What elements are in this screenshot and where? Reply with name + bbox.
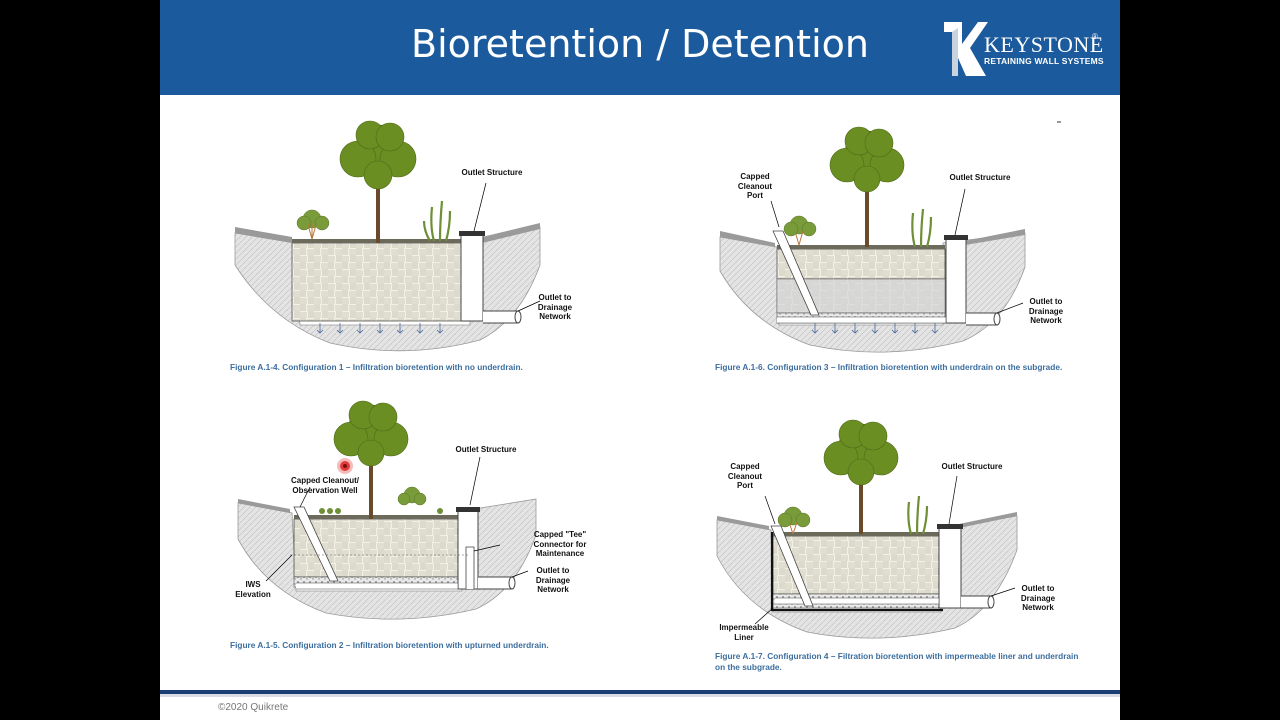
caption-figure-a1-7: Figure A.1-7. Configuration 4 – Filtrati…	[715, 651, 1079, 672]
figure-a1-7: Capped Cleanout Port Outlet Structure Ou…	[715, 400, 1095, 680]
keystone-mark-icon	[944, 22, 988, 76]
footer-divider	[160, 690, 1120, 694]
label-iws-elevation: IWS Elevation	[235, 580, 271, 599]
slide-title: Bioretention / Detention	[411, 22, 869, 66]
label-outlet-structure: Outlet Structure	[949, 173, 1011, 182]
figure-a1-5: Capped Cleanout/ Observation Well Outlet…	[230, 395, 610, 660]
keystone-logo: KEYSTONE ® RETAINING WALL SYSTEMS	[940, 18, 1110, 80]
slide: Bioretention / Detention KEYSTONE ® RETA…	[160, 0, 1120, 720]
label-outlet-structure: Outlet Structure	[455, 445, 517, 454]
figure-a1-4: Outlet Structure Outlet to Drainage Netw…	[230, 115, 590, 375]
label-outlet-structure: Outlet Structure	[461, 168, 523, 177]
figure-a1-6: Capped Cleanout Port Outlet Structure Ou…	[715, 115, 1095, 375]
stray-mark	[1057, 121, 1061, 123]
label-outlet-to-drainage: Outlet to Drainage Network	[535, 566, 571, 594]
label-outlet-to-drainage: Outlet to Drainage Network	[1020, 584, 1056, 612]
diagram-config-4	[716, 419, 1018, 639]
label-capped-cleanout-observation-well: Capped Cleanout/ Observation Well	[290, 476, 359, 495]
laser-pointer-icon	[340, 461, 350, 471]
footer-divider-shadow	[160, 694, 1120, 697]
label-outlet-structure: Outlet Structure	[941, 462, 1003, 471]
caption-figure-a1-5: Figure A.1-5. Configuration 2 – Infiltra…	[230, 640, 549, 650]
copyright-text: ©2020 Quikrete	[218, 702, 289, 713]
label-outlet-to-drainage: Outlet to Drainage Network	[537, 293, 573, 321]
diagram-config-1	[234, 120, 541, 352]
slide-header: Bioretention / Detention KEYSTONE ® RETA…	[160, 0, 1120, 95]
label-capped-cleanout-port: Capped Cleanout Port	[727, 462, 763, 490]
logo-tagline: RETAINING WALL SYSTEMS	[984, 56, 1104, 66]
logo-registered-mark: ®	[1092, 32, 1098, 41]
label-capped-cleanout-port: Capped Cleanout Port	[737, 172, 773, 200]
label-outlet-to-drainage: Outlet to Drainage Network	[1028, 297, 1064, 325]
caption-figure-a1-4: Figure A.1-4. Configuration 1 – Infiltra…	[230, 362, 523, 372]
label-capped-tee-connector: Capped "Tee" Connector for Maintenance	[533, 530, 587, 558]
label-impermeable-liner: Impermeable Liner	[719, 623, 769, 642]
logo-name: KEYSTONE	[984, 32, 1104, 57]
diagram-config-2	[237, 400, 537, 620]
diagram-config-3	[719, 126, 1026, 353]
caption-figure-a1-6: Figure A.1-6. Configuration 3 – Infiltra…	[715, 362, 1063, 372]
